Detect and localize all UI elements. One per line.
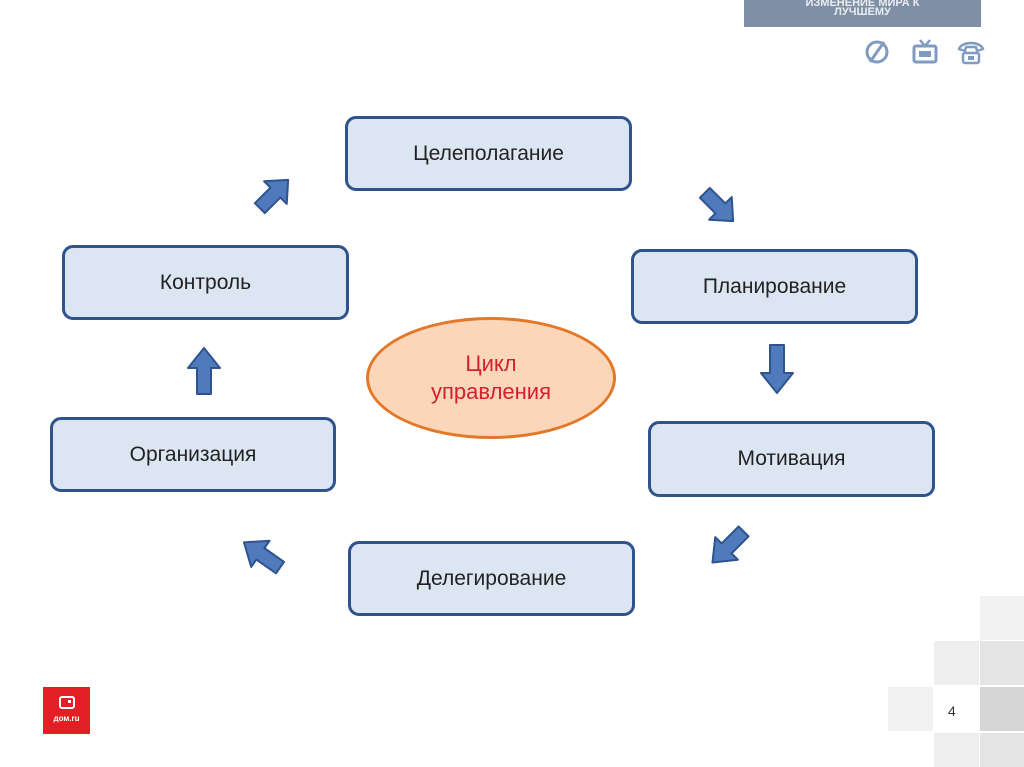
arrow-goal-setting-to-planning [698, 186, 735, 223]
header-banner: ИЗМЕНЕНИЕ МИРА К ЛУЧШЕМУ [744, 0, 981, 27]
arrow-control-to-goal-setting [253, 178, 290, 215]
banner-line-2: ЛУЧШЕМУ [834, 6, 891, 18]
stage-planning: Планирование [631, 249, 918, 324]
center-line-1: Цикл [465, 351, 517, 376]
stage-goal-setting-label: Целеполагание [413, 141, 564, 165]
arrow-planning-to-motivation [760, 344, 794, 394]
stage-control-label: Контроль [159, 270, 252, 294]
stage-delegation-label: Делегирование [416, 566, 567, 590]
stage-motivation-label: Мотивация [737, 447, 846, 470]
stage-delegation: Делегирование [348, 541, 635, 616]
arrow-organization-to-control [187, 347, 221, 395]
stage-goal-setting: Целеполагание [345, 116, 632, 191]
stage-organization-label: Организация [129, 442, 257, 466]
center-line-2: управления [431, 379, 551, 404]
page-number: 4 [948, 703, 956, 719]
arrow-motivation-to-delegation [711, 525, 750, 564]
internet-icon[interactable] [862, 38, 892, 66]
logo-text: дом.ru [53, 714, 80, 723]
banner-line-1: ИЗМЕНЕНИЕ МИРА К [805, 0, 920, 9]
tv-icon[interactable] [910, 38, 940, 66]
stage-motivation: Мотивация [648, 421, 935, 497]
stage-control: Контроль [62, 245, 349, 320]
phone-icon[interactable] [956, 38, 986, 66]
stage-planning-label: Планирование [702, 274, 847, 298]
stage-organization: Организация [50, 417, 336, 492]
house-icon [59, 696, 75, 709]
arrow-delegation-to-organization [242, 539, 286, 575]
brand-logo: дом.ru [43, 687, 90, 734]
management-cycle-center: Цикл управления [366, 317, 616, 439]
